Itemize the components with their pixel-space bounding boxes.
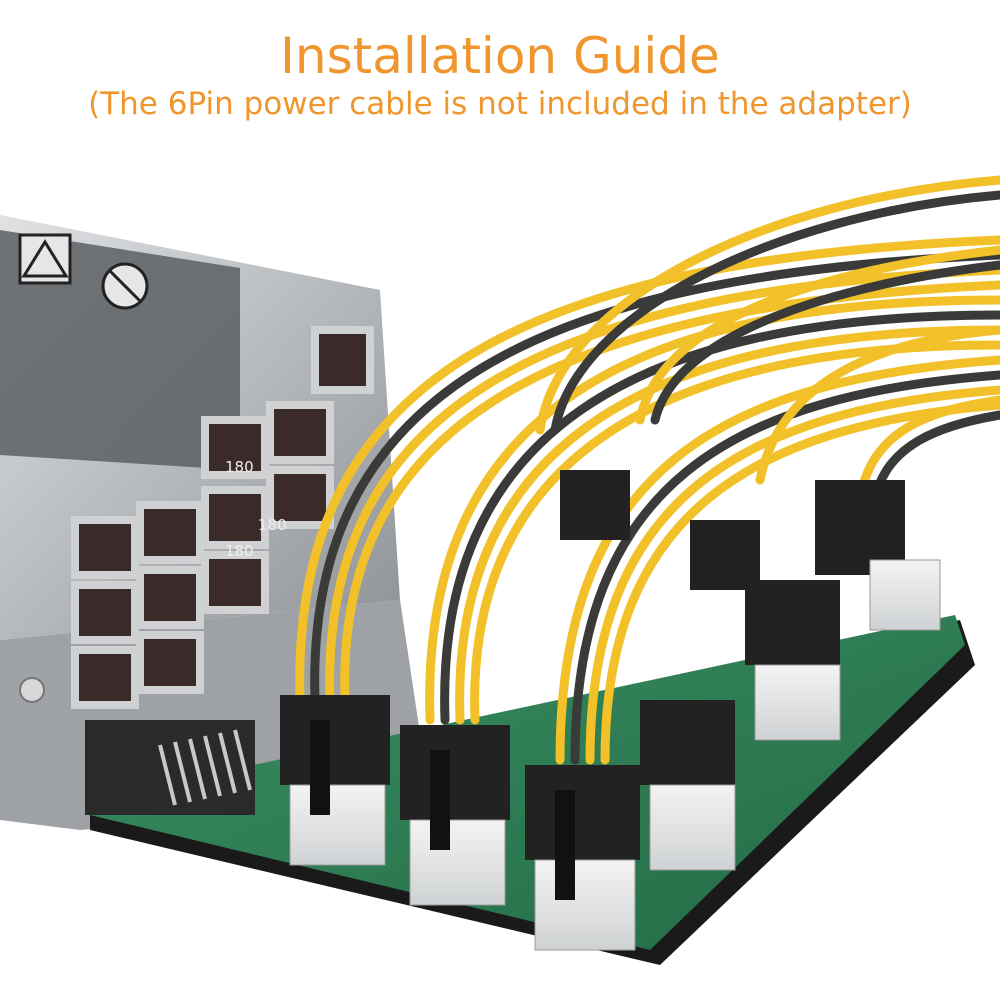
no-symbol-icon xyxy=(101,262,149,310)
capacitor-label: 180 xyxy=(225,542,254,560)
capacitor-label: 180 xyxy=(225,458,254,476)
6pin-connector xyxy=(525,765,640,951)
6pin-connector xyxy=(815,480,941,631)
6pin-connector xyxy=(560,470,760,590)
6pin-connector xyxy=(400,725,510,906)
vent-grille xyxy=(71,326,374,709)
6pin-connector xyxy=(745,580,841,741)
warning-icon xyxy=(18,233,72,285)
power-cables xyxy=(295,175,1000,765)
header: Installation Guide (The 6Pin power cable… xyxy=(0,0,1000,135)
psu-label-sticker xyxy=(0,230,240,470)
capacitor-label: 180 xyxy=(258,516,287,534)
connector-row xyxy=(280,470,941,951)
page-title: Installation Guide xyxy=(280,27,720,85)
6pin-connector xyxy=(640,700,736,871)
page-subtitle: (The 6Pin power cable is not included in… xyxy=(88,86,912,122)
board-pins xyxy=(158,729,252,806)
screw xyxy=(19,677,45,703)
6pin-connector xyxy=(280,695,390,866)
